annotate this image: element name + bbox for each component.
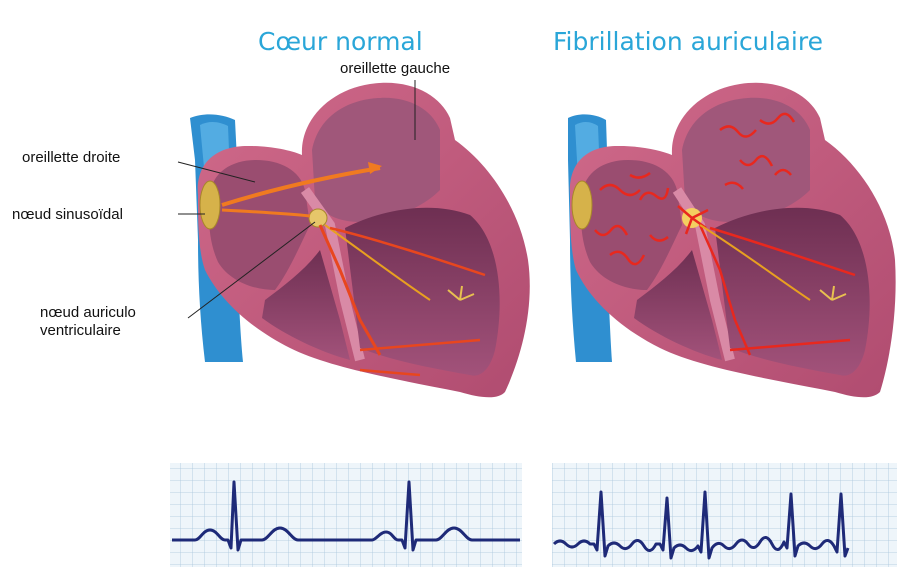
label-noeud-av-line1: nœud auriculo xyxy=(40,304,136,322)
ecg-normal xyxy=(170,463,522,567)
label-oreillette-gauche: oreillette gauche xyxy=(340,60,450,78)
ecg-fibrillation xyxy=(552,463,897,567)
sinoatrial-node-fib xyxy=(572,181,592,229)
label-noeud-sinusoidal: nœud sinusoïdal xyxy=(12,206,123,224)
label-noeud-av-line2: ventriculaire xyxy=(40,322,121,340)
normal-heart xyxy=(178,80,530,397)
ecg-grid-normal xyxy=(170,463,522,567)
left-atrium-normal xyxy=(312,98,440,222)
fibrillation-heart xyxy=(568,83,896,397)
sinoatrial-node-normal xyxy=(200,181,220,229)
label-oreillette-droite: oreillette droite xyxy=(22,149,120,167)
